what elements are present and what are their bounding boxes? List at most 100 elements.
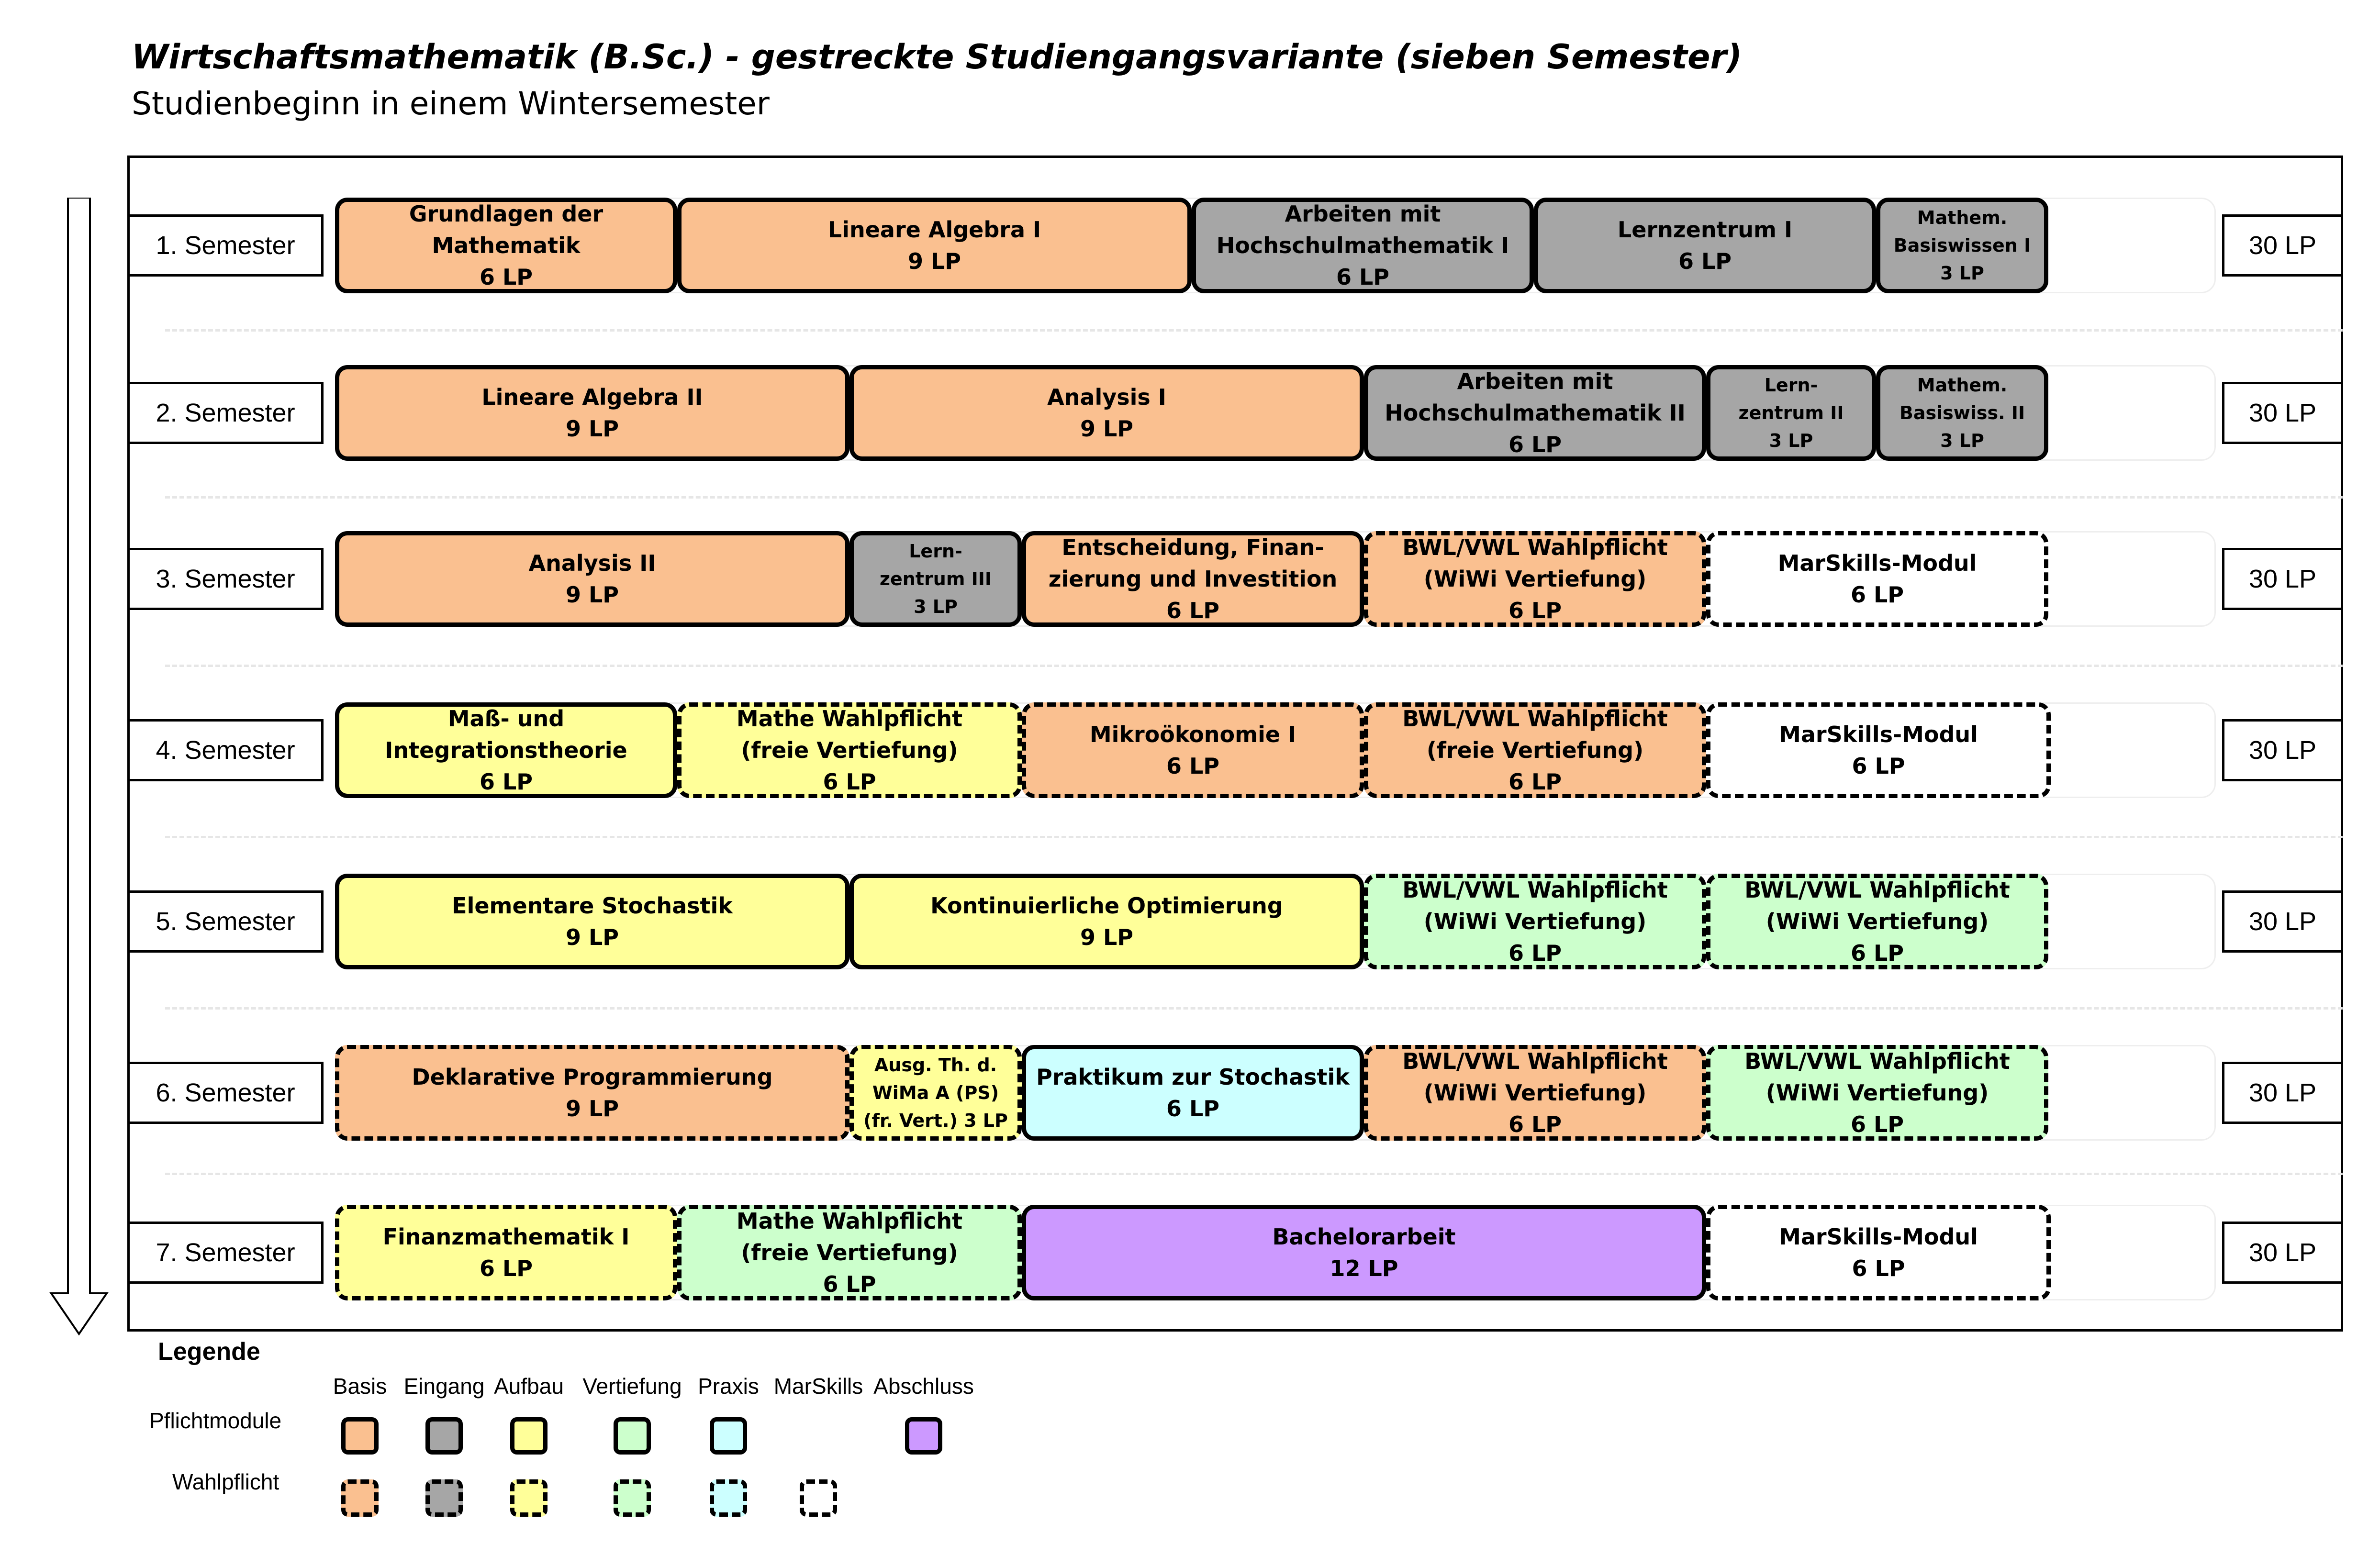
semester-separator bbox=[165, 329, 2343, 332]
module-text-line: BWL/VWL Wahlpflicht bbox=[1744, 1048, 2010, 1074]
module-text-line: (freie Vertiefung) bbox=[741, 1240, 958, 1266]
module-text-line: Deklarative Programmierung bbox=[412, 1064, 773, 1090]
module-text-line: Basiswiss. II bbox=[1899, 402, 2025, 423]
semester-separator bbox=[165, 1007, 2343, 1010]
semester-credits: 30 LP bbox=[2222, 1062, 2343, 1124]
module-text-line: Finanzmathematik I bbox=[382, 1224, 630, 1250]
module-box: BWL/VWL Wahlpflicht (WiWi Vertiefung) 6 LP bbox=[1706, 1045, 2048, 1141]
module-text-line: Hochschulmathematik I bbox=[1216, 233, 1509, 258]
module-text-line: Analysis II bbox=[528, 550, 656, 576]
module-text-line: BWL/VWL Wahlpflicht bbox=[1402, 706, 1668, 732]
legend-title: Legende bbox=[158, 1338, 260, 1366]
module-text-line: 3 LP bbox=[1940, 263, 1984, 284]
legend-swatch bbox=[905, 1417, 942, 1455]
module-text-line: Bachelorarbeit bbox=[1272, 1224, 1456, 1250]
module-text-line: Basiswissen I bbox=[1893, 235, 2031, 256]
legend-column-label: Eingang bbox=[403, 1374, 485, 1399]
module-text-line: 9 LP bbox=[565, 416, 619, 442]
module-text-line: 3 LP bbox=[1769, 430, 1813, 451]
legend-swatch bbox=[614, 1479, 651, 1517]
module-text-line: MarSkills-Modul bbox=[1777, 550, 1977, 576]
module-text-line: Integrationstheorie bbox=[385, 737, 627, 763]
semester-separator bbox=[165, 665, 2343, 667]
module-text-line: Lineare Algebra II bbox=[481, 384, 703, 410]
module-text-line: (WiWi Vertiefung) bbox=[1423, 566, 1647, 592]
module-text-line: 6 LP bbox=[479, 264, 533, 290]
module-box: Lern-zentrum II 3 LP bbox=[1706, 365, 1876, 461]
module-text-line: Lernzentrum I bbox=[1617, 217, 1793, 243]
module-box: Lineare Algebra II 9 LP bbox=[335, 365, 849, 461]
module-box: Bachelorarbeit 12 LP bbox=[1022, 1205, 1706, 1300]
module-text-line: Elementare Stochastik bbox=[452, 893, 733, 919]
legend-swatch bbox=[800, 1479, 837, 1517]
module-text-line: (WiWi Vertiefung) bbox=[1765, 1080, 1989, 1106]
semester-credits: 30 LP bbox=[2222, 1222, 2343, 1284]
module-text-line: Lern- bbox=[909, 541, 962, 562]
module-text-line: Ausg. Th. d. bbox=[874, 1055, 997, 1076]
semester-label: 5. Semester bbox=[127, 890, 324, 953]
module-text-line: BWL/VWL Wahlpflicht bbox=[1402, 534, 1668, 560]
module-text-line: (freie Vertiefung) bbox=[741, 737, 958, 763]
module-text-line: Mathe Wahlpflicht bbox=[736, 706, 963, 732]
module-text-line: Mathem. bbox=[1917, 375, 2008, 396]
semester-credits: 30 LP bbox=[2222, 214, 2343, 277]
semester-credits: 30 LP bbox=[2222, 548, 2343, 610]
module-text-line: Lern- bbox=[1764, 375, 1818, 396]
legend-swatch bbox=[614, 1417, 651, 1455]
module-text-line: Arbeiten mit bbox=[1285, 201, 1441, 227]
legend-column-label: Vertiefung bbox=[582, 1374, 682, 1399]
module-text-line: 6 LP bbox=[1508, 1111, 1562, 1137]
module-text-line: 6 LP bbox=[1166, 598, 1220, 623]
module-text-line: 6 LP bbox=[1508, 940, 1562, 966]
legend-swatch bbox=[510, 1417, 548, 1455]
legend-swatch bbox=[510, 1479, 548, 1517]
module-text-line: zentrum III bbox=[879, 568, 992, 589]
module-text-line: 6 LP bbox=[1166, 1096, 1220, 1122]
module-text-line: zentrum II bbox=[1738, 402, 1844, 423]
module-box: Lern-zentrum III 3 LP bbox=[849, 531, 1022, 627]
module-text-line: 6 LP bbox=[823, 769, 876, 795]
module-text-line: (WiWi Vertiefung) bbox=[1423, 1080, 1647, 1106]
module-text-line: Mathem. bbox=[1917, 207, 2008, 228]
module-box: BWL/VWL Wahlpflicht(WiWi Vertiefung)6 LP bbox=[1706, 874, 2048, 969]
semester-credits: 30 LP bbox=[2222, 382, 2343, 444]
module-text-line: 6 LP bbox=[479, 1255, 533, 1281]
module-box: BWL/VWL Wahlpflicht(WiWi Vertiefung)6 LP bbox=[1364, 1045, 1706, 1141]
module-text-line: 6 LP bbox=[1850, 1111, 1904, 1137]
module-box: MarSkills-Modul 6 LP bbox=[1706, 702, 2051, 798]
legend-swatch bbox=[710, 1479, 747, 1517]
legend-swatch bbox=[425, 1479, 463, 1517]
module-box: Mathem. Basiswissen I 3 LP bbox=[1876, 198, 2048, 293]
legend-column-label: Aufbau bbox=[494, 1374, 564, 1399]
module-text-line: Mathematik bbox=[432, 233, 581, 258]
module-text-line: 6 LP bbox=[1166, 753, 1220, 779]
module-text-line: BWL/VWL Wahlpflicht bbox=[1744, 877, 2010, 903]
legend-column-label: MarSkills bbox=[773, 1374, 863, 1399]
module-text-line: Kontinuierliche Optimierung bbox=[930, 893, 1283, 919]
module-text-line: 3 LP bbox=[914, 596, 958, 617]
module-text-line: WiMa A (PS) bbox=[872, 1082, 999, 1103]
semester-label: 4. Semester bbox=[127, 719, 324, 781]
module-text-line: Lineare Algebra I bbox=[827, 217, 1041, 243]
module-text-line: Entscheidung, Finan- bbox=[1062, 534, 1324, 560]
module-text-line: 12 LP bbox=[1330, 1255, 1398, 1281]
module-text-line: 6 LP bbox=[1852, 753, 1905, 779]
legend-row-label: Wahlpflicht bbox=[172, 1469, 279, 1494]
semester-separator bbox=[165, 496, 2343, 499]
module-text-line: Maß- und bbox=[447, 706, 565, 732]
semester-label: 6. Semester bbox=[127, 1062, 324, 1124]
module-text-line: 6 LP bbox=[1850, 582, 1904, 608]
module-text-line: Analysis I bbox=[1047, 384, 1166, 410]
semester-label: 1. Semester bbox=[127, 214, 324, 277]
semester-separator bbox=[165, 1173, 2343, 1175]
module-text-line: MarSkills-Modul bbox=[1779, 722, 1978, 747]
module-text-line: 6 LP bbox=[1508, 598, 1562, 623]
